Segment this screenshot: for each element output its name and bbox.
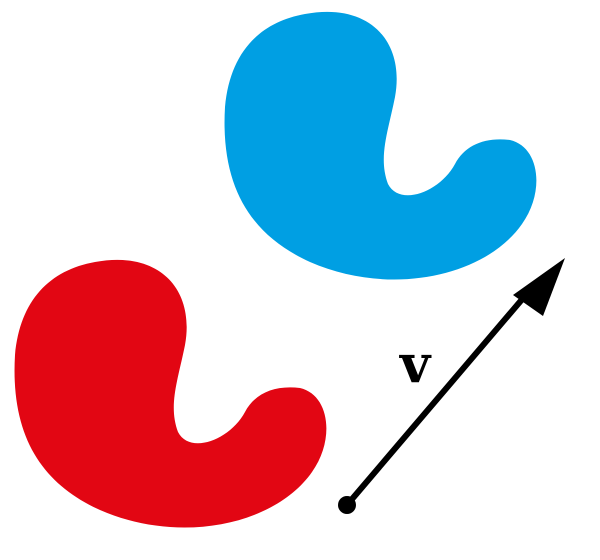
vector-line <box>344 287 533 508</box>
translation-vector <box>338 258 565 514</box>
vector-tail-point <box>338 496 356 514</box>
original-shape <box>14 259 327 528</box>
vector-label: v <box>399 334 432 395</box>
vector-arrowhead <box>513 258 565 316</box>
translated-shape <box>224 11 537 280</box>
